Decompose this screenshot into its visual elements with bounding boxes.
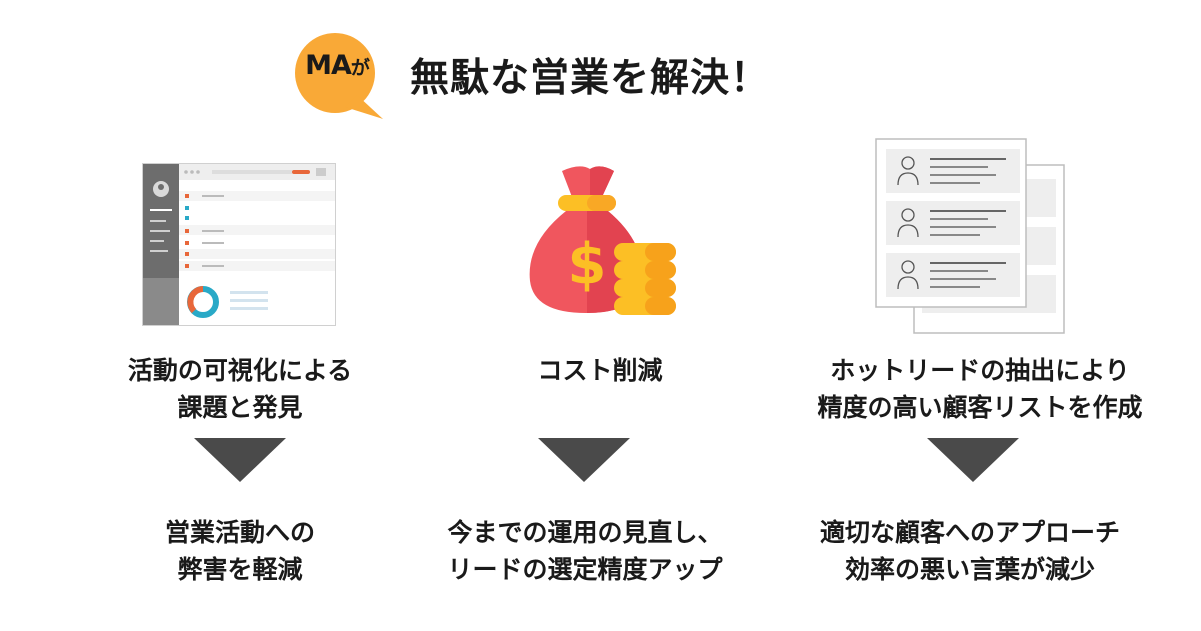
column-3-result-line-1: 適切な顧客へのアプローチ bbox=[819, 518, 1120, 547]
column-3-title-line-2: 精度の高い顧客リストを作成 bbox=[817, 393, 1143, 422]
column-1-title-line-1: 活動の可視化による bbox=[127, 356, 353, 385]
column-1-title-line-2: 課題と発見 bbox=[177, 393, 303, 422]
money-bag-icon: $ bbox=[529, 166, 676, 315]
column-3-title: ホットリードの抽出により 精度の高い顧客リストを作成 bbox=[790, 352, 1170, 426]
speech-bubble-badge bbox=[295, 33, 383, 119]
customer-list-icon bbox=[875, 138, 1065, 334]
dashboard-screen-icon bbox=[142, 163, 336, 326]
column-2-result: 今までの運用の見直し、 リードの選定精度アップ bbox=[420, 514, 750, 588]
column-2-result-line-1: 今までの運用の見直し、 bbox=[447, 518, 723, 547]
column-2-result-line-2: リードの選定精度アップ bbox=[447, 555, 723, 584]
column-1-result-line-1: 営業活動への bbox=[164, 518, 315, 547]
column-1-title: 活動の可視化による 課題と発見 bbox=[90, 352, 390, 426]
column-2-title: コスト削減 bbox=[435, 352, 765, 389]
badge-main: MA bbox=[305, 50, 352, 81]
down-arrow-icon bbox=[194, 438, 286, 482]
badge-suffix: が bbox=[350, 57, 370, 79]
svg-text:$: $ bbox=[568, 232, 607, 297]
column-1-result-line-2: 弊害を軽減 bbox=[177, 555, 303, 584]
page-headline: 無駄な営業を解決！ bbox=[410, 56, 771, 101]
badge-label: MAが bbox=[300, 50, 374, 81]
column-3-result: 適切な顧客へのアプローチ 効率の悪い言葉が減少 bbox=[790, 514, 1150, 588]
column-1-result: 営業活動への 弊害を軽減 bbox=[90, 514, 390, 588]
column-3-title-line-1: ホットリードの抽出により bbox=[830, 356, 1130, 385]
down-arrow-icon bbox=[927, 438, 1019, 482]
column-3-result-line-2: 効率の悪い言葉が減少 bbox=[844, 555, 1095, 584]
down-arrow-icon bbox=[538, 438, 630, 482]
column-2-title-line-1: コスト削減 bbox=[537, 356, 663, 385]
